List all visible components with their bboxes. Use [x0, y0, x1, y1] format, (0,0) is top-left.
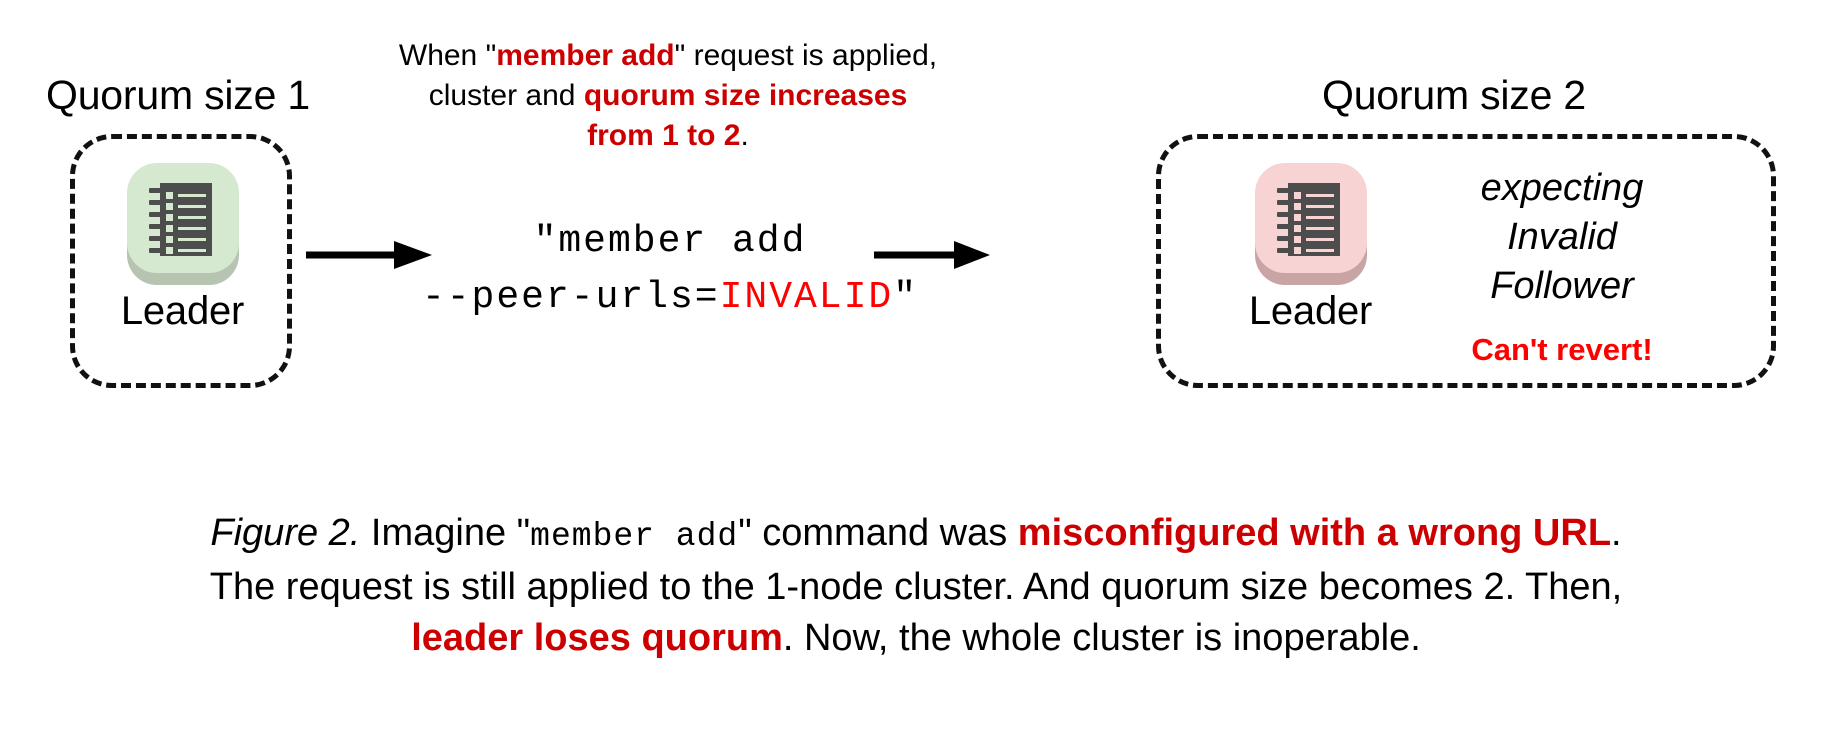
top-annotation-l2a: cluster and — [428, 79, 584, 112]
top-annotation-quorum-increases: quorum size increases — [583, 79, 908, 112]
top-annotation-line1: When "member add" request is applied, — [399, 39, 937, 72]
figure-caption: Figure 2. Imagine "member add" command w… — [0, 508, 1832, 664]
caption-line-3: leader loses quorum. Now, the whole clus… — [0, 613, 1832, 664]
caption-t3: . — [1611, 512, 1622, 554]
command-line-2: --peer-urls=INVALID" — [390, 268, 950, 324]
caption-line-1: Figure 2. Imagine "member add" command w… — [0, 508, 1832, 562]
cant-revert-warning: Can't revert! — [1471, 332, 1653, 367]
right-node-icon-tile — [1252, 163, 1370, 285]
arrow-left-to-command — [306, 235, 436, 275]
caption-misconfigured-highlight: misconfigured with a wrong URL — [1017, 512, 1612, 554]
left-quorum-heading: Quorum size 1 — [46, 72, 311, 118]
command-line-1: "member add — [390, 212, 950, 268]
expecting-invalid-follower-text: expecting Invalid Follower — [1412, 164, 1712, 311]
command-invalid-value: INVALID — [719, 276, 894, 319]
right-cluster-box — [1156, 134, 1776, 388]
top-annotation-line2: cluster and quorum size increases — [429, 79, 908, 112]
top-annotation: When "member add" request is applied, cl… — [348, 36, 988, 156]
caption-figure-label: Figure 2. — [210, 512, 361, 554]
left-cluster-box — [70, 134, 292, 388]
left-node-icon-tile — [124, 163, 242, 285]
server-ledger-icon — [1254, 163, 1367, 273]
server-ledger-icon — [126, 163, 239, 273]
caption-leader-loses-quorum: leader loses quorum — [411, 617, 783, 659]
caption-t2: " command was — [738, 512, 1018, 554]
top-annotation-l1c: " request is applied, — [674, 39, 938, 72]
top-annotation-l3c: . — [740, 119, 749, 152]
expecting-line-3: Follower — [1490, 265, 1634, 307]
left-node-label: Leader — [120, 289, 245, 333]
top-annotation-l1a: When " — [398, 39, 497, 72]
right-quorum-heading: Quorum size 2 — [1322, 72, 1587, 118]
expecting-line-1: expecting — [1480, 167, 1644, 209]
caption-line-2: The request is still applied to the 1-no… — [209, 566, 1623, 608]
caption-t5: . Now, the whole cluster is inoperable. — [782, 617, 1421, 659]
top-annotation-from-1-to-2: from 1 to 2 — [587, 119, 741, 152]
command-line-1-text: "member add — [533, 220, 807, 263]
caption-t1: Imagine " — [360, 512, 531, 554]
command-text: "member add --peer-urls=INVALID" — [390, 212, 950, 324]
top-annotation-member-add: member add — [496, 39, 675, 72]
top-annotation-line3: from 1 to 2. — [587, 119, 749, 152]
command-peer-urls-flag: --peer-urls= — [421, 276, 720, 319]
command-close-quote: " — [893, 276, 919, 319]
right-node-label: Leader — [1248, 289, 1373, 333]
arrow-command-to-right — [874, 235, 994, 275]
right-node: Leader — [1228, 163, 1393, 334]
caption-member-add-mono: member add — [530, 518, 739, 555]
left-node: Leader — [100, 163, 265, 334]
expecting-line-2: Invalid — [1507, 216, 1617, 258]
